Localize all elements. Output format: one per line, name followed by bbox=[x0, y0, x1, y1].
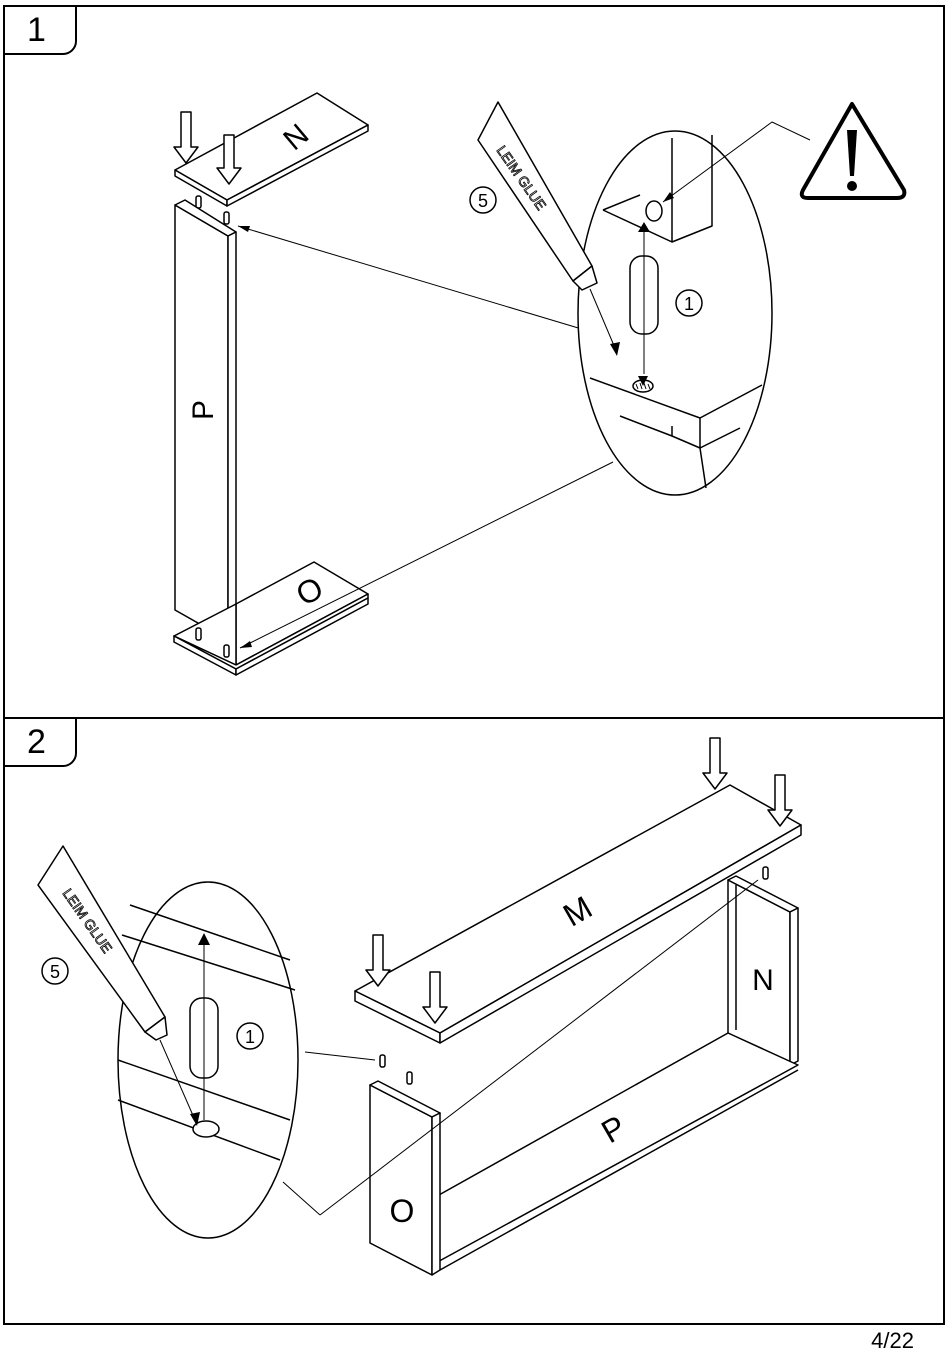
step-1-drawing: N P O bbox=[174, 93, 904, 675]
svg-text:1: 1 bbox=[245, 1027, 255, 1047]
part-callout-1: 1 bbox=[676, 290, 702, 316]
detail-zoom bbox=[118, 882, 298, 1238]
part-callout-1: 1 bbox=[237, 1023, 263, 1049]
step-2-drawing: M N P bbox=[38, 738, 801, 1275]
panel-p: P bbox=[175, 200, 236, 640]
svg-text:5: 5 bbox=[478, 191, 488, 211]
panel-label-n: N bbox=[752, 964, 774, 997]
detail-zoom bbox=[578, 131, 772, 495]
panel-label-p: P bbox=[187, 400, 220, 420]
svg-text:5: 5 bbox=[50, 962, 60, 982]
panel-n: N bbox=[175, 93, 368, 206]
warning-triangle-icon bbox=[802, 104, 905, 198]
page-number: 4/22 bbox=[871, 1328, 914, 1354]
svg-text:1: 1 bbox=[684, 294, 694, 314]
part-callout-5: 5 bbox=[42, 958, 68, 984]
part-callout-5: 5 bbox=[470, 187, 496, 213]
panel-label-o: O bbox=[390, 1193, 415, 1229]
